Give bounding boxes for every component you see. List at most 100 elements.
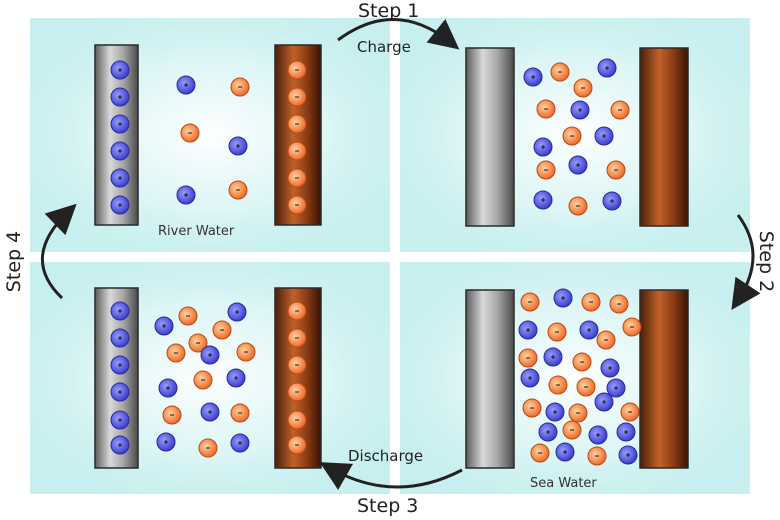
cation-ion-bottom-right-4 xyxy=(518,320,538,340)
cation-ion-top-right-0 xyxy=(523,67,543,87)
cation-ion-bottom-right-16 xyxy=(606,378,626,398)
label-sea-water: Sea Water xyxy=(530,476,597,491)
cation-ion-bottom-left-20 xyxy=(158,378,178,398)
anion-ion-bottom-right-14 xyxy=(548,375,568,395)
anion-ion-bottom-left-19 xyxy=(236,342,256,362)
anion-ion-bottom-right-3 xyxy=(609,294,629,314)
ion-layer xyxy=(110,58,642,466)
anion-ion-top-right-12 xyxy=(606,160,626,180)
label-step-1: Step 1 xyxy=(358,0,420,22)
anion-ion-bottom-right-23 xyxy=(562,420,582,440)
cation-ion-top-right-9 xyxy=(594,126,614,146)
anion-ion-bottom-right-26 xyxy=(530,443,550,463)
cation-ion-bottom-left-5 xyxy=(110,435,130,455)
cation-ion-bottom-left-4 xyxy=(110,410,130,430)
anion-ion-top-left-7 xyxy=(287,87,307,107)
copper-electrode-bottom-right xyxy=(639,289,689,469)
arrow-step-3 xyxy=(319,462,463,490)
anion-ion-bottom-right-17 xyxy=(522,398,542,418)
cation-ion-bottom-right-10 xyxy=(543,347,563,367)
anion-ion-bottom-left-8 xyxy=(287,355,307,375)
anion-ion-bottom-right-11 xyxy=(572,352,592,372)
cation-ion-bottom-left-18 xyxy=(200,345,220,365)
anion-ion-bottom-left-6 xyxy=(287,301,307,321)
cation-ion-bottom-right-27 xyxy=(555,442,575,462)
cation-ion-top-left-15 xyxy=(228,136,248,156)
anion-ion-top-left-10 xyxy=(287,168,307,188)
divider-horizontal xyxy=(30,252,750,262)
cycle-arrows xyxy=(40,18,761,490)
anion-ion-top-right-3 xyxy=(573,78,593,98)
cation-ion-top-left-1 xyxy=(110,87,130,107)
anion-ion-bottom-left-17 xyxy=(166,343,186,363)
cation-ion-bottom-left-1 xyxy=(110,328,130,348)
label-discharge: Discharge xyxy=(348,447,424,465)
label-step-2: Step 2 xyxy=(755,230,778,293)
label-charge: Charge xyxy=(357,38,411,56)
cation-ion-bottom-right-1 xyxy=(553,288,573,308)
cation-ion-top-right-13 xyxy=(533,190,553,210)
cation-ion-bottom-right-6 xyxy=(579,320,599,340)
anion-ion-bottom-left-10 xyxy=(287,410,307,430)
cation-ion-bottom-right-20 xyxy=(594,392,614,412)
anion-ion-bottom-left-21 xyxy=(193,370,213,390)
cation-ion-top-left-4 xyxy=(110,168,130,188)
cation-ion-bottom-left-2 xyxy=(110,355,130,375)
anion-ion-bottom-right-21 xyxy=(620,402,640,422)
anion-ion-bottom-right-15 xyxy=(576,377,596,397)
anion-ion-top-right-14 xyxy=(568,196,588,216)
graphite-electrode-top-right xyxy=(465,47,515,227)
graphite-electrode-bottom-right xyxy=(465,289,515,469)
cation-ion-bottom-left-28 xyxy=(230,433,250,453)
cation-ion-bottom-left-3 xyxy=(110,382,130,402)
anion-ion-bottom-right-7 xyxy=(596,330,616,350)
cation-ion-top-left-3 xyxy=(110,141,130,161)
anion-ion-bottom-left-7 xyxy=(287,328,307,348)
label-step-3: Step 3 xyxy=(357,495,419,517)
cation-ion-bottom-left-26 xyxy=(156,432,176,452)
anion-ion-bottom-right-28 xyxy=(587,446,607,466)
arrow-step-1 xyxy=(337,18,460,50)
cation-ion-bottom-right-18 xyxy=(545,402,565,422)
cation-ion-bottom-left-22 xyxy=(226,368,246,388)
anion-ion-bottom-right-19 xyxy=(568,403,588,423)
anion-ion-bottom-right-8 xyxy=(622,317,642,337)
cation-ion-bottom-right-13 xyxy=(520,368,540,388)
anion-ion-top-left-6 xyxy=(287,60,307,80)
anion-ion-top-left-11 xyxy=(287,195,307,215)
panel-glow-top-left xyxy=(30,18,390,252)
cation-ion-top-left-12 xyxy=(176,75,196,95)
anion-ion-bottom-right-0 xyxy=(520,292,540,312)
anion-ion-top-right-4 xyxy=(536,99,556,119)
graphite-electrode-top-left xyxy=(94,44,139,226)
cation-ion-top-left-16 xyxy=(176,185,196,205)
cation-ion-bottom-right-29 xyxy=(618,445,638,465)
cation-ion-bottom-right-24 xyxy=(588,425,608,445)
cation-ion-bottom-left-12 xyxy=(154,316,174,336)
cation-ion-top-left-2 xyxy=(110,114,130,134)
label-step-4: Step 4 xyxy=(3,230,26,293)
cation-ion-top-right-5 xyxy=(570,100,590,120)
anion-ion-bottom-left-27 xyxy=(198,438,218,458)
cation-ion-bottom-right-12 xyxy=(600,358,620,378)
anion-ion-bottom-left-9 xyxy=(287,382,307,402)
cation-ion-bottom-left-14 xyxy=(227,302,247,322)
cation-ion-top-right-11 xyxy=(568,155,588,175)
anion-ion-top-right-10 xyxy=(536,160,556,180)
arrow-step-2 xyxy=(731,214,761,310)
panel-layer xyxy=(30,18,750,494)
anion-ion-bottom-left-15 xyxy=(188,333,208,353)
anion-ion-bottom-left-13 xyxy=(178,306,198,326)
anion-ion-top-left-9 xyxy=(287,141,307,161)
copper-electrode-top-right xyxy=(639,47,689,227)
cation-ion-bottom-right-25 xyxy=(616,422,636,442)
anion-ion-top-left-13 xyxy=(230,77,250,97)
anion-ion-bottom-left-11 xyxy=(287,435,307,455)
cation-ion-bottom-right-22 xyxy=(538,422,558,442)
arrow-step-4 xyxy=(40,203,77,300)
anion-ion-top-left-8 xyxy=(287,114,307,134)
anion-ion-top-right-1 xyxy=(550,62,570,82)
anion-ion-bottom-left-16 xyxy=(212,320,232,340)
